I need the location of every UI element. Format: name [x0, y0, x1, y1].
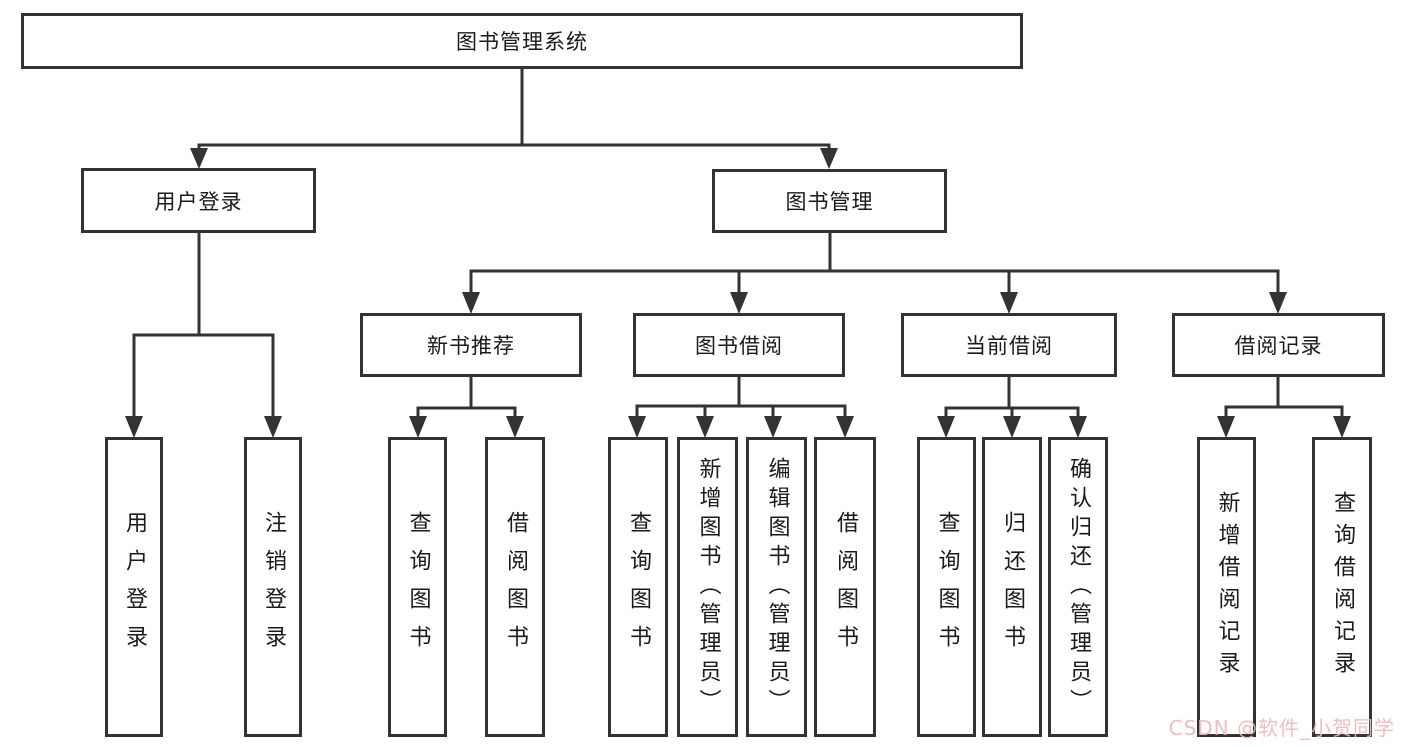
- node-user-login: 用户登录: [81, 168, 316, 233]
- leaf-confirm-return-admin: 确认归还（管理员）: [1048, 437, 1108, 737]
- leaf-user-login: 用户登录: [105, 437, 163, 737]
- leaf-label: 用户登录: [122, 511, 147, 663]
- connector-userlogin-to-leaves: [132, 233, 275, 418]
- node-label: 新书推荐: [427, 334, 515, 358]
- node-new-book-recommend: 新书推荐: [360, 313, 582, 377]
- leaf-add-books-admin: 新增图书（管理员）: [677, 437, 738, 737]
- node-current-borrow: 当前借阅: [901, 313, 1117, 377]
- leaf-newbook-query-books: 查询图书: [388, 437, 447, 737]
- node-root-library-system: 图书管理系统: [21, 13, 1023, 69]
- connector-bookmgmt-to-level3: [469, 233, 1280, 294]
- leaf-logout: 注销登录: [244, 437, 302, 737]
- node-book-management: 图书管理: [712, 169, 947, 233]
- leaf-label: 新增图书（管理员）: [695, 456, 721, 718]
- leaf-label: 查询图书: [934, 511, 960, 663]
- leaf-borrow-query-books: 查询图书: [608, 437, 668, 737]
- leaf-newbook-borrow-books: 借阅图书: [485, 437, 545, 737]
- node-book-borrow: 图书借阅: [633, 313, 845, 377]
- node-label: 当前借阅: [965, 334, 1053, 358]
- leaf-label: 借阅图书: [833, 511, 858, 663]
- connector-bookborrow-to-leaves: [635, 377, 847, 418]
- arrowheads: [125, 148, 1351, 438]
- node-label: 图书管理: [785, 190, 874, 214]
- node-label: 图书借阅: [695, 334, 783, 358]
- node-label: 借阅记录: [1234, 334, 1323, 358]
- leaf-label: 编辑图书（管理员）: [764, 456, 790, 718]
- connector-newbook-to-leaves: [416, 377, 517, 418]
- node-label: 用户登录: [154, 189, 243, 214]
- node-borrow-record: 借阅记录: [1172, 313, 1385, 377]
- leaf-borrow-books: 借阅图书: [814, 437, 876, 737]
- leaf-add-borrow-record: 新增借阅记录: [1197, 437, 1256, 737]
- leaf-label: 查询图书: [626, 511, 651, 663]
- leaf-return-books: 归还图书: [982, 437, 1042, 737]
- leaf-label: 新增借阅记录: [1214, 491, 1240, 683]
- leaf-edit-books-admin: 编辑图书（管理员）: [746, 437, 807, 737]
- connector-borrowrecord-to-leaves: [1224, 377, 1344, 418]
- leaf-query-borrow-record: 查询借阅记录: [1312, 437, 1372, 737]
- leaf-label: 归还图书: [1000, 511, 1025, 663]
- leaf-current-query-books: 查询图书: [917, 437, 976, 737]
- leaf-label: 注销登录: [261, 511, 286, 663]
- leaf-label: 借阅图书: [503, 511, 528, 663]
- node-label: 图书管理系统: [456, 30, 588, 54]
- leaf-label: 查询图书: [405, 511, 431, 663]
- connector-currentborrow-to-leaves: [944, 377, 1080, 418]
- leaf-label: 查询借阅记录: [1330, 491, 1355, 683]
- connector-root-to-level2: [197, 69, 831, 150]
- csdn-watermark: CSDN @软件_小贺同学: [1168, 716, 1395, 740]
- leaf-label: 确认归还（管理员）: [1066, 456, 1091, 718]
